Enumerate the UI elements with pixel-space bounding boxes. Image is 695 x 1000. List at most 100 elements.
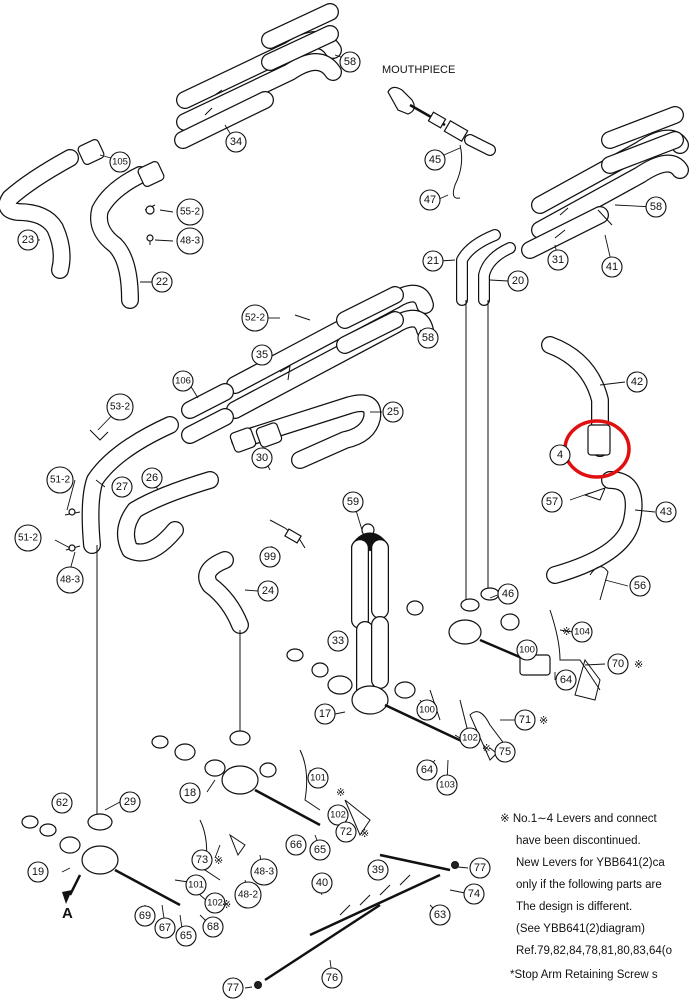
callout-18: 18 [179,782,201,804]
svg-text:27: 27 [116,481,128,493]
svg-text:74: 74 [468,888,480,900]
callout-41: 41 [601,256,623,278]
svg-text:21: 21 [427,255,439,267]
callout-42: 42 [626,371,648,393]
callout-73: 73 [191,849,213,871]
callout-67: 67 [154,917,176,939]
discontinued-note: ※ No.1∼4 Levers and connect have been di… [500,813,672,981]
svg-text:58: 58 [344,56,356,68]
svg-text:33: 33 [332,635,344,647]
pipe-26 [117,471,219,562]
callout-65-mid: 65 [309,839,331,861]
ferrule [137,161,165,187]
callout-26: 26 [141,467,163,489]
callout-58-right: 58 [645,196,667,218]
callout-77-bottom: 77 [222,977,244,999]
note-line-1: ※ No.1∼4 Levers and connect [500,813,658,825]
callout-39: 39 [367,859,389,881]
ref-mark-104: ※ [562,626,571,638]
svg-text:100: 100 [419,705,435,716]
svg-text:101: 101 [310,773,326,784]
svg-text:48-3: 48-3 [254,867,274,878]
svg-text:62: 62 [56,797,68,809]
svg-text:17: 17 [319,708,331,720]
svg-text:73: 73 [196,854,208,866]
callout-24: 24 [257,580,279,602]
svg-text:69: 69 [139,910,151,922]
ref-mark-101: ※ [336,787,345,799]
valve-block-center [286,648,506,761]
callout-53-2: 53-2 [106,393,134,421]
mouthpiece [387,86,496,199]
svg-text:48-2: 48-2 [238,890,258,901]
ref-mark-73: ※ [214,855,223,867]
note-line-5: The design is different. [516,901,632,913]
svg-text:59: 59 [347,496,359,508]
note-line-2: have been discontinued. [516,835,641,847]
svg-text:34: 34 [230,136,242,148]
ref-mark-102-lower: ※ [222,899,231,911]
svg-text:42: 42 [631,376,643,388]
callout-48-3-left: 48-3 [56,566,84,594]
callout-35: 35 [251,344,273,366]
callout-46: 46 [497,583,519,605]
svg-text:65: 65 [314,844,326,856]
callout-77-right: 77 [469,857,491,879]
ref-mark-72: ※ [360,828,369,840]
callout-57: 57 [541,491,563,513]
ref-mark-71: ※ [539,715,548,727]
svg-text:53-2: 53-2 [110,402,130,413]
svg-text:105: 105 [112,157,128,168]
callout-45: 45 [424,149,446,171]
callout-75: 75 [494,741,516,763]
callout-23: 23 [17,229,39,251]
svg-text:47: 47 [424,194,436,206]
callout-58-middle: 58 [417,327,439,349]
svg-text:102: 102 [462,733,478,744]
callout-74: 74 [463,883,485,905]
svg-text:26: 26 [146,472,158,484]
svg-text:41: 41 [606,261,618,273]
callout-100-right: 100 [516,639,538,661]
callout-51-2-upper: 51-2 [46,466,74,494]
svg-text:19: 19 [32,866,44,878]
callout-27: 27 [111,476,133,498]
svg-text:30: 30 [256,452,268,464]
callout-55-2: 55-2 [176,198,204,226]
callout-21: 21 [422,250,444,272]
svg-text:40: 40 [316,877,328,889]
svg-text:77: 77 [474,862,486,874]
ferrule-105 [77,139,105,165]
svg-text:4: 4 [557,449,563,461]
svg-text:71: 71 [519,714,531,726]
svg-text:25: 25 [387,406,399,418]
svg-text:76: 76 [326,972,338,984]
valve-block-upper-right [406,587,601,701]
svg-text:43: 43 [660,506,672,518]
callout-58-top: 58 [339,51,361,73]
callout-4: 4 [549,444,571,466]
callouts: 58 34 105 55-2 48-3 23 22 45 47 58 21 20… [14,51,677,999]
ref-mark-70: ※ [634,659,643,671]
svg-text:75: 75 [499,746,511,758]
svg-text:22: 22 [156,276,168,288]
svg-text:45: 45 [429,154,441,166]
svg-text:46: 46 [502,588,514,600]
callout-33: 33 [327,630,349,652]
callout-101-upper: 101 [307,767,329,789]
callout-47: 47 [419,189,441,211]
pipes-21-20 [456,229,516,610]
callout-19: 19 [27,861,49,883]
valve-block-bottom-left [21,813,246,907]
callout-52-2: 52-2 [241,304,269,332]
pipe-25 [229,394,382,469]
svg-text:48-3: 48-3 [60,575,80,586]
callout-40: 40 [311,872,333,894]
callout-63: 63 [429,904,451,926]
reference-marks: ※ ※ ※ ※ ※ ※ ※ ※ [214,626,643,911]
callout-71: 71 [514,709,536,731]
callout-101-lower: 101 [185,874,207,896]
pipe-43 [546,471,643,601]
svg-text:51-2: 51-2 [50,475,70,486]
